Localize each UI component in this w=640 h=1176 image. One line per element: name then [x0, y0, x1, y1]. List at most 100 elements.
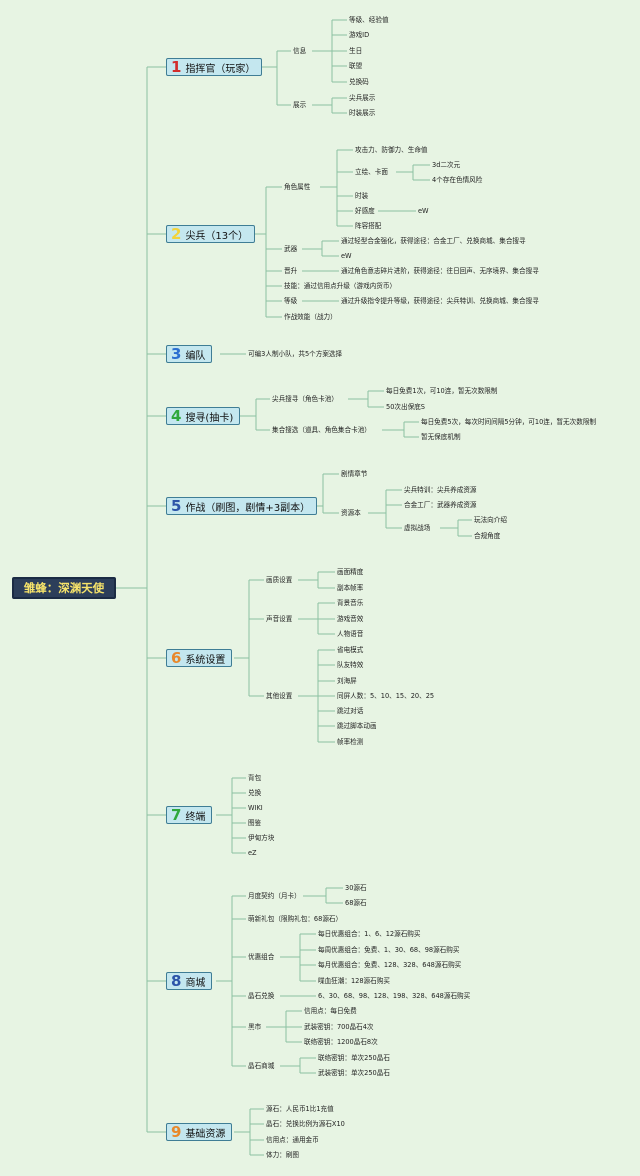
node-graphics: 画质设置	[266, 576, 293, 584]
node-soldier-display: 尖兵展示	[349, 94, 376, 102]
node-monthly-bundle: 每月优惠组合：免费、128、328、648源石购买	[318, 961, 462, 969]
node-ez: eZ	[248, 849, 257, 857]
node-skill: 技能：通过信用点升级（游戏内货币）	[284, 282, 397, 290]
node-cs-arm-key: 武装密钥：单次250晶石	[318, 1069, 390, 1077]
node-black-market: 黑市	[248, 1023, 262, 1031]
branch-4: 4 搜寻(抽卡)	[166, 407, 241, 425]
node-costume: 时装	[355, 192, 369, 200]
node-compliance: 合规角度	[474, 532, 501, 540]
branch-label: 指挥官（玩家）	[185, 63, 256, 75]
branch-label: 编队	[185, 350, 206, 362]
branch-label: 商城	[185, 977, 206, 989]
branch-number: 6	[171, 649, 182, 667]
node-risk: 4个存在色情风险	[432, 176, 483, 184]
node-cs-contact-key: 联络密钥：单次250晶石	[318, 1054, 390, 1062]
node-ew-1: eW	[418, 207, 429, 215]
node-info: 信息	[293, 47, 307, 55]
branch-label: 尖兵（13个）	[185, 230, 249, 242]
node-training: 尖兵特训：尖兵养成资源	[404, 486, 477, 494]
branch-number: 3	[171, 345, 182, 363]
node-crystal-exchange: 晶石兑换	[248, 992, 275, 1000]
branch-6: 6 系统设置	[166, 649, 233, 667]
branch-number: 2	[171, 225, 182, 243]
node-weapon-desc: 通过轻型合金强化，获得途径：合金工厂、兑换商城、集合搜寻	[341, 237, 526, 245]
branch-label: 作战（刷图，剧情+3副本）	[185, 502, 311, 514]
node-art-card: 立绘、卡面	[355, 168, 388, 176]
branch-8: 8 商城	[166, 972, 213, 990]
node-ew-2: eW	[341, 252, 352, 260]
node-gameplay-intro: 玩法向介绍	[474, 516, 507, 524]
node-skip-dialog: 跳过对话	[337, 707, 364, 715]
root-node: 雏蜂：深渊天使	[12, 577, 116, 599]
node-sound: 声音设置	[266, 615, 293, 623]
node-promotion: 晋升	[284, 267, 298, 275]
node-costume-display: 时装展示	[349, 109, 376, 117]
node-resource-stage: 资源本	[341, 509, 361, 517]
node-crystal: 晶石：兑换比例为源石X10	[266, 1120, 345, 1128]
node-fps-detect: 帧率检测	[337, 738, 364, 746]
node-sfx: 游戏音效	[337, 615, 364, 623]
node-level: 等级	[284, 297, 298, 305]
node-source-stone: 源石：人民币1比1充值	[266, 1105, 334, 1113]
branch-1: 1 指挥官（玩家）	[166, 58, 263, 76]
node-teammate-fx: 队友特效	[337, 661, 364, 669]
node-exchange: 兑换	[248, 789, 262, 797]
branch-label: 终端	[185, 811, 206, 823]
node-level-desc: 通过升级指令提升等级，获得途径：尖兵特训、兑换商城、集合搜寻	[341, 297, 539, 305]
node-collection-nopity: 暂无保底机制	[421, 433, 461, 441]
node-power-save: 省电模式	[337, 646, 364, 654]
node-eden-cube: 伊甸方块	[248, 834, 275, 842]
node-level-exp: 等级、经验值	[349, 16, 389, 24]
node-lineup: 阵容搭配	[355, 222, 382, 230]
branch-number: 4	[171, 407, 182, 425]
node-monthly-card: 月度契约（月卡）	[248, 892, 301, 900]
node-bloodfrenzy: 喋血狂潮：128源石购买	[318, 977, 390, 985]
node-crystal-prices: 6、30、68、98、128、198、328、648源石购买	[318, 992, 471, 1000]
node-voice: 人物语音	[337, 630, 364, 638]
node-30-source: 30源石	[345, 884, 367, 892]
branch-number: 1	[171, 58, 182, 76]
node-alloy-factory: 合金工厂：武器养成资源	[404, 501, 477, 509]
node-bm-arm-key: 武装密钥：700晶石4次	[304, 1023, 374, 1031]
node-birthday: 生日	[349, 47, 363, 55]
node-bgm: 背景音乐	[337, 599, 364, 607]
node-backpack: 背包	[248, 774, 262, 782]
node-codex: 图鉴	[248, 819, 262, 827]
node-collection-daily: 每日免费5次，每次时间间隔5分钟，可10连，暂无次数限制	[421, 418, 597, 426]
node-search-pity: 50次出保底S	[386, 403, 425, 411]
node-crystal-shop: 晶石商城	[248, 1062, 275, 1070]
node-bm-contact-key: 联络密钥：1200晶石8次	[304, 1038, 378, 1046]
node-players-onscreen: 同屏人数：5、10、15、20、25	[337, 692, 435, 700]
node-wiki: WIKI	[248, 804, 263, 812]
node-framerate: 副本帧率	[337, 584, 364, 592]
branch-3: 3 编队	[166, 345, 213, 363]
branch-number: 8	[171, 972, 182, 990]
node-story: 剧情章节	[341, 470, 368, 478]
node-game-id: 游戏ID	[349, 31, 370, 39]
branch-number: 5	[171, 497, 182, 515]
node-notch: 刘海屏	[337, 677, 357, 685]
branch-2: 2 尖兵（13个）	[166, 225, 256, 243]
node-bm-credits: 信用点：每日免费	[304, 1007, 357, 1015]
node-weapon: 武器	[284, 245, 298, 253]
node-combat-power: 作战效能（战力）	[284, 313, 337, 321]
node-68-source: 68源石	[345, 899, 367, 907]
branch-9: 9 基础资源	[166, 1123, 233, 1141]
node-atk-def-hp: 攻击力、防御力、生命值	[355, 146, 428, 154]
node-daily-bundle: 每日优惠组合：1、6、12源石购买	[318, 930, 421, 938]
branch-label: 系统设置	[185, 654, 226, 666]
node-3d: 3d二次元	[432, 161, 461, 169]
node-newbie-pack: 萌新礼包（限购礼包：68源石）	[248, 915, 343, 923]
node-weekly-bundle: 每周优惠组合：免费、1、30、68、98源石购买	[318, 946, 460, 954]
branch-7: 7 终端	[166, 806, 213, 824]
branch-label: 基础资源	[185, 1128, 226, 1140]
node-search-daily: 每日免费1次，可10连，暂无次数限制	[386, 387, 498, 395]
node-skip-animation: 跳过脚本动画	[337, 722, 377, 730]
node-squad: 可编3人制小队，共5个方案选择	[248, 350, 343, 358]
node-attributes: 角色属性	[284, 183, 311, 191]
node-other: 其他设置	[266, 692, 293, 700]
node-soldier-search: 尖兵搜寻（角色卡池）	[272, 395, 338, 403]
node-precision: 画面精度	[337, 568, 364, 576]
